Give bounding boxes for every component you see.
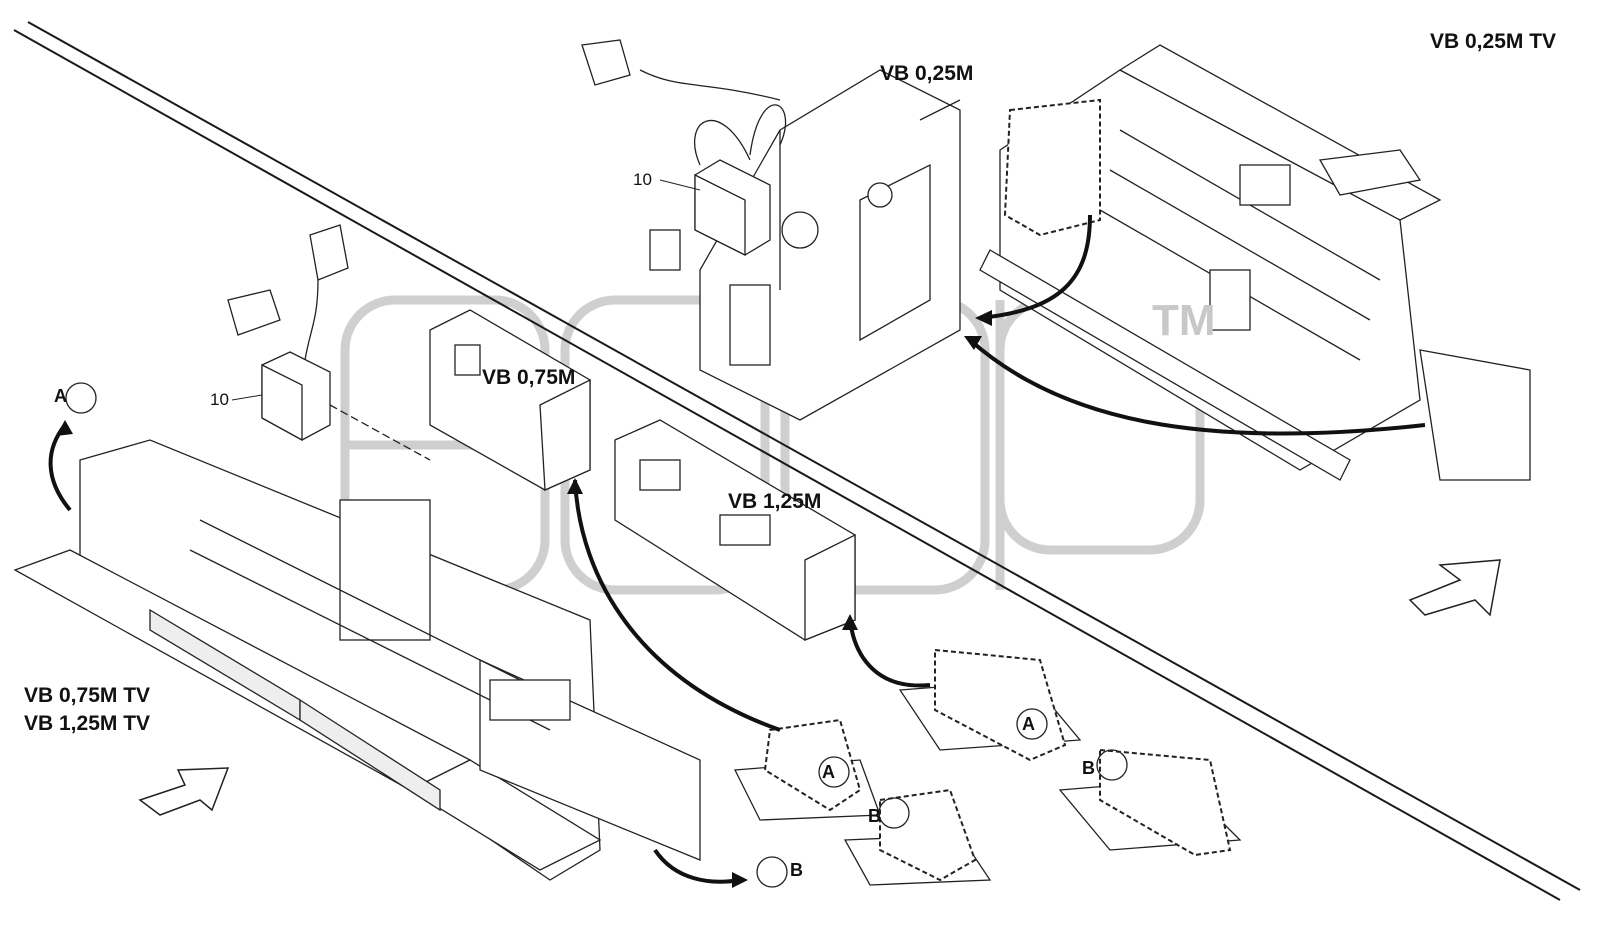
detail-ref-a-module1: A	[822, 762, 835, 782]
detail-ref-a-module2: A	[1022, 714, 1035, 734]
label-vb-075m: VB 0,75M	[482, 366, 576, 389]
callout-item-10-top: 10	[633, 170, 652, 189]
label-vb-075m-tv: VB 0,75M TV	[24, 684, 151, 707]
separator-lines	[13, 21, 1581, 901]
arrow-curve-5	[48, 423, 72, 512]
vb-075m-element	[329, 309, 591, 491]
detail-modules	[733, 648, 1242, 886]
arrow-curve-4	[848, 619, 931, 688]
leader-lines	[231, 179, 701, 401]
label-vb-025m: VB 0,25M	[880, 62, 974, 85]
callout-item-10-left: 10	[210, 390, 229, 409]
detail-ref-circles	[65, 382, 1128, 888]
arrowheads	[56, 310, 992, 888]
junction-box-top	[581, 39, 787, 271]
detail-ref-b-module3: B	[868, 806, 881, 826]
vb-125m-element	[614, 419, 856, 641]
vb-025m-frame	[699, 69, 961, 421]
arrow-curve-6	[653, 848, 741, 884]
detail-ref-a-left: A	[54, 386, 67, 406]
label-vb-025m-tv: VB 0,25M TV	[1430, 30, 1557, 53]
assembly-arrows	[48, 214, 1426, 884]
direction-arrows	[138, 559, 1501, 816]
vb-075m-125m-tv-machine	[13, 439, 701, 881]
arrow-curve-2	[968, 338, 1426, 436]
label-vb-125m-tv: VB 1,25M TV	[24, 712, 151, 735]
label-vb-125m: VB 1,25M	[728, 490, 822, 513]
junction-box-left	[227, 224, 349, 442]
watermark-tm: TM	[1152, 296, 1216, 345]
detail-ref-b-module4: B	[1082, 758, 1095, 778]
arrow-curve-1	[979, 214, 1092, 320]
vb-025m-tv-machine	[979, 44, 1531, 481]
detail-ref-b-bottom: B	[790, 860, 803, 880]
arrow-curve-3	[573, 479, 781, 732]
